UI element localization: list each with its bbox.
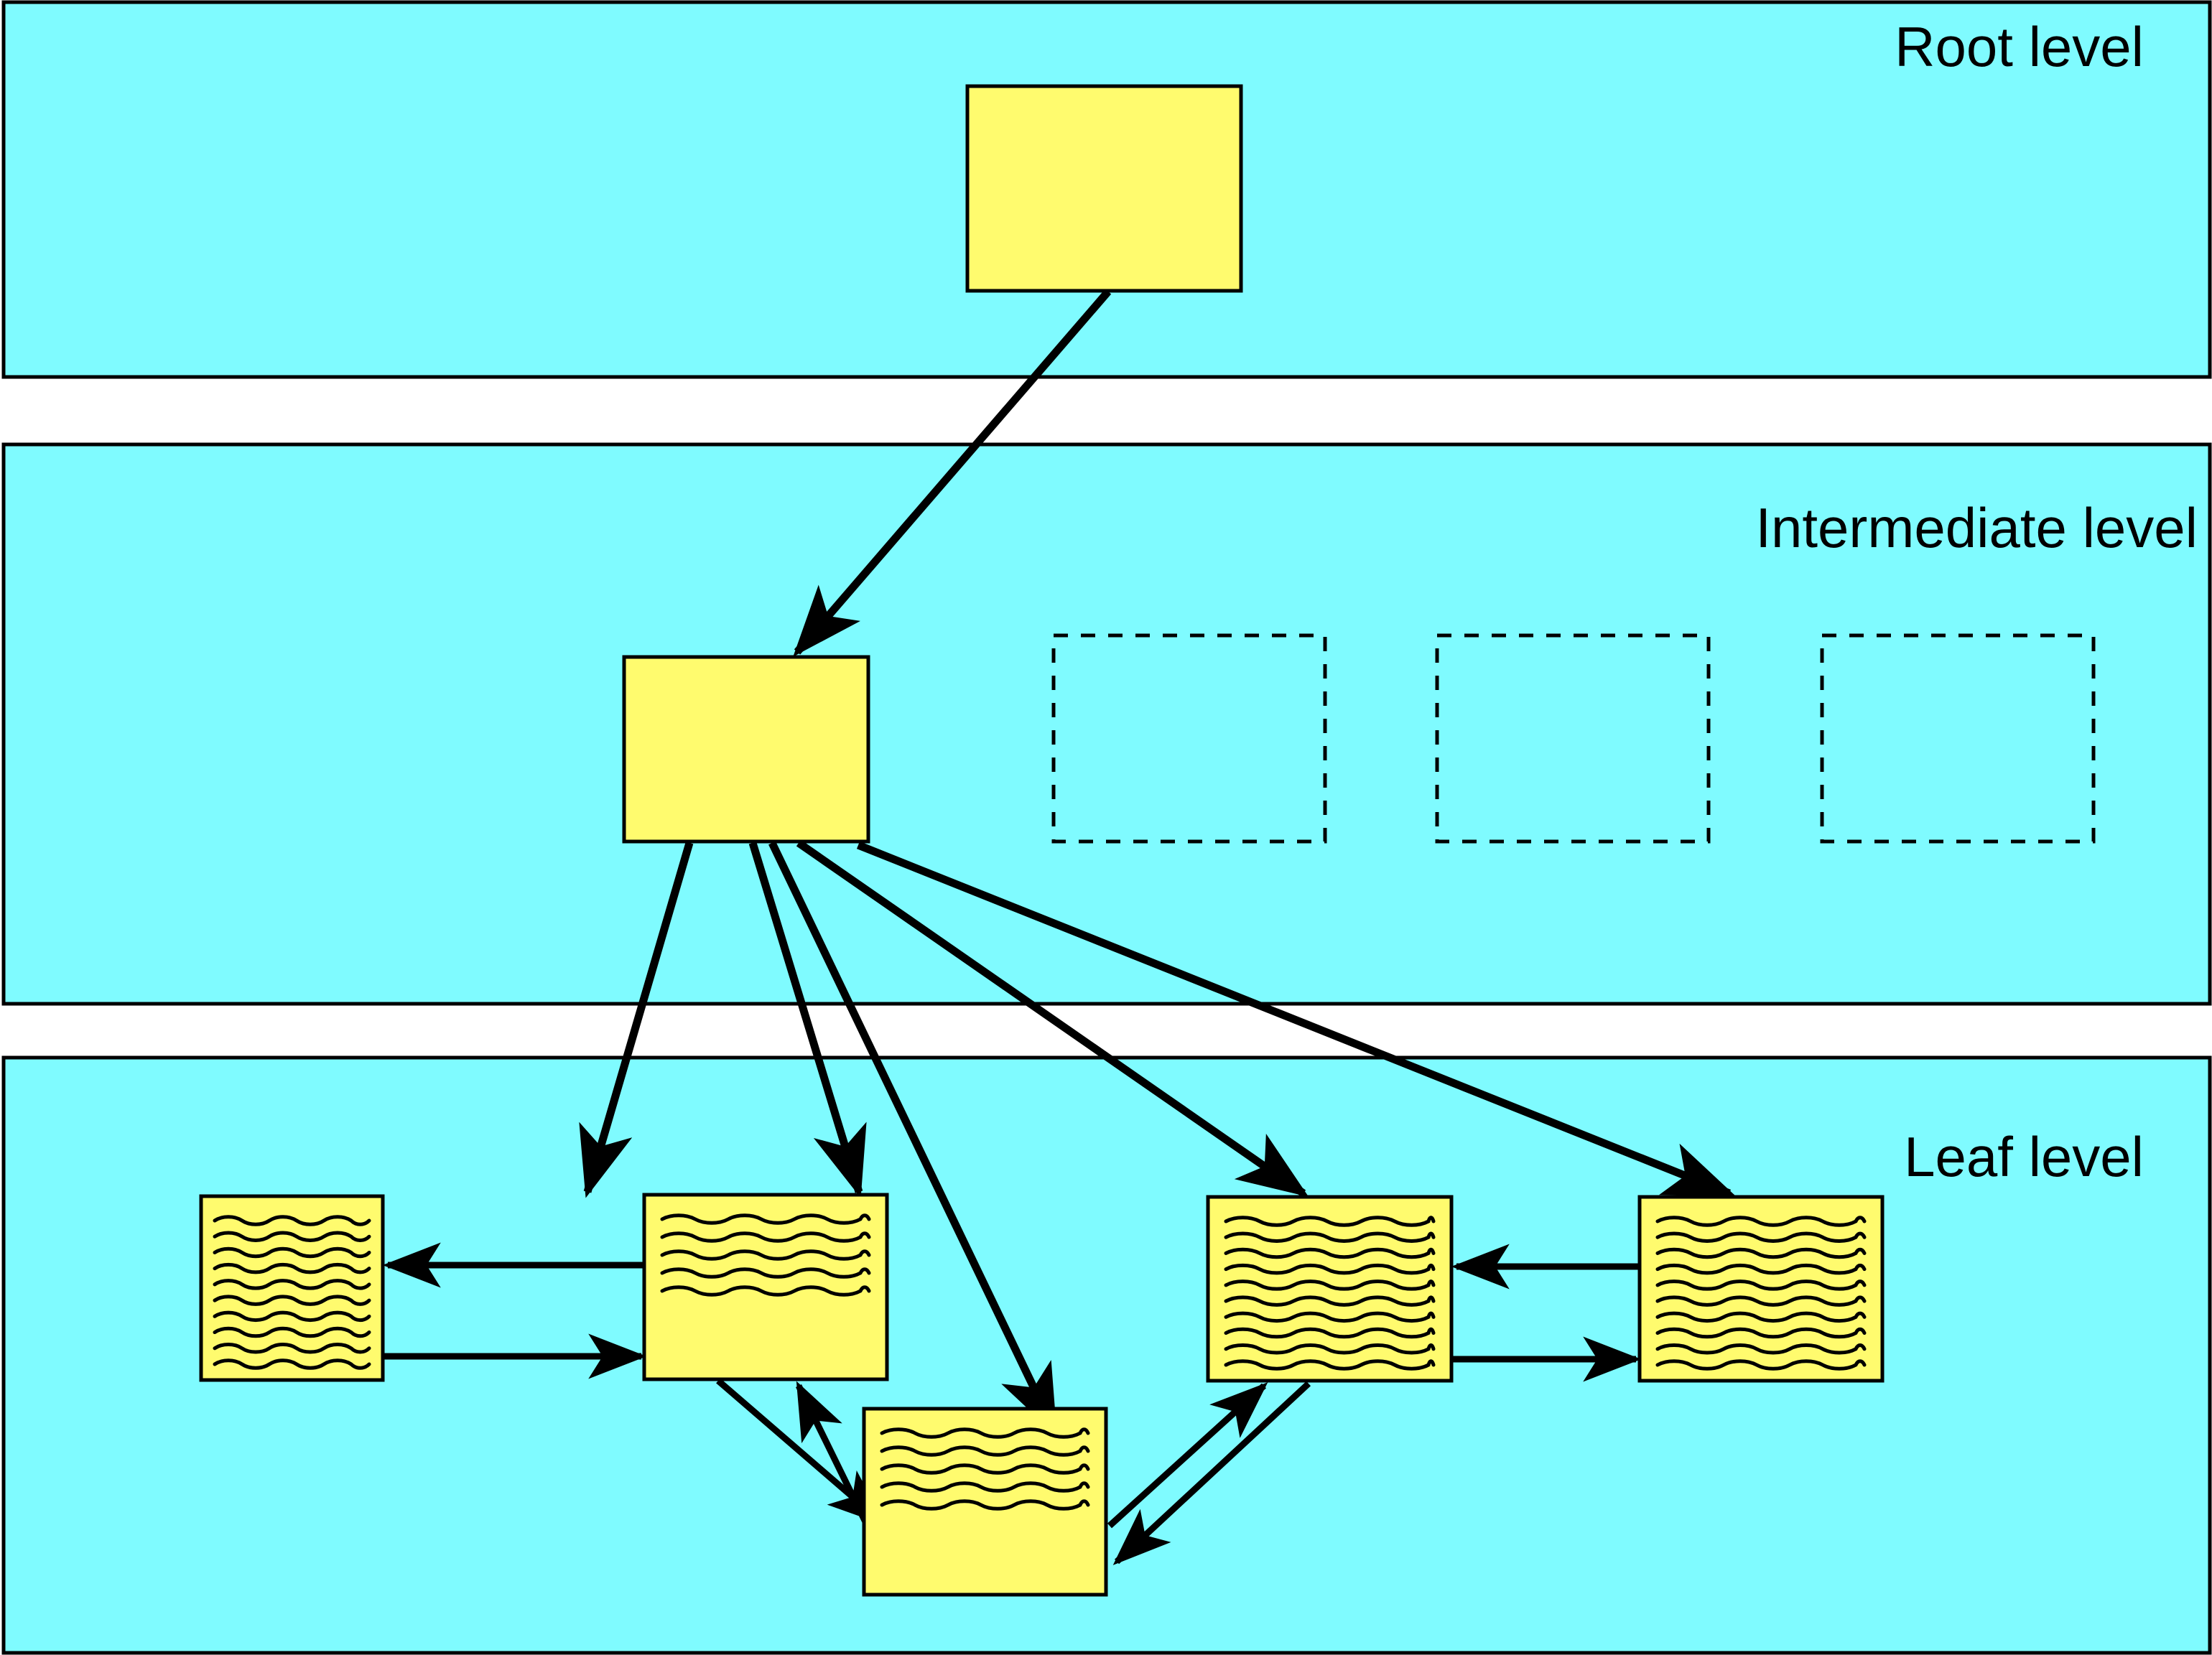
- inter-placeholder-1-outline[interactable]: [1051, 633, 1327, 844]
- leaf-node-3-text-line: [880, 1445, 1090, 1457]
- leaf-node-5-text-line: [1655, 1231, 1867, 1243]
- edge-leaf3-to-leaf4: [1107, 1382, 1268, 1529]
- leaf-node-2-text-line: [660, 1249, 871, 1261]
- leaf-node-1-text-line: [213, 1343, 371, 1354]
- band-label-root: Root level: [1895, 15, 2144, 78]
- leaf-node-3[interactable]: [862, 1407, 1108, 1597]
- leaf-node-1-text-line: [213, 1295, 371, 1306]
- leaf-node-3-text-line: [880, 1481, 1090, 1493]
- edge-inter-to-leaf4: [796, 839, 1309, 1198]
- leaf-node-1-text-line: [213, 1231, 371, 1242]
- leaf-node-2[interactable]: [642, 1193, 889, 1381]
- edge-inter-to-leaf3: [768, 841, 1058, 1436]
- leaf-node-4-text-line: [1224, 1231, 1436, 1243]
- inter-node[interactable]: [622, 655, 870, 844]
- leaf-node-5-text-line: [1655, 1359, 1867, 1371]
- leaf-node-5-text-line: [1655, 1216, 1867, 1227]
- leaf-node-5-text-line: [1655, 1311, 1867, 1323]
- edge-inter-to-leaf2: [748, 842, 867, 1198]
- edge-root-to-inter: [793, 289, 1112, 657]
- leaf-node-4-text-line: [1224, 1311, 1436, 1323]
- leaf-node-1-text-line: [213, 1358, 371, 1370]
- edge-inter-to-leaf1: [579, 842, 694, 1198]
- inter-placeholder-3[interactable]: [1820, 633, 2096, 844]
- leaf-node-1-text-line: [213, 1215, 371, 1226]
- root-node-box[interactable]: [965, 84, 1243, 293]
- inter-placeholder-2-outline[interactable]: [1435, 633, 1711, 844]
- leaf-node-2-text-line: [660, 1267, 871, 1279]
- inter-placeholder-2[interactable]: [1435, 633, 1711, 844]
- leaf-node-4-text-line: [1224, 1216, 1436, 1227]
- leaf-node-5-text-line: [1655, 1295, 1867, 1307]
- nodes: [199, 84, 2096, 1597]
- leaf-node-5-text-line: [1655, 1279, 1867, 1291]
- leaf-node-1-text-line: [213, 1262, 371, 1274]
- leaf-node-4-text-line: [1224, 1359, 1436, 1371]
- leaf-node-4-text-line: [1224, 1247, 1436, 1259]
- inter-placeholder-3-outline[interactable]: [1820, 633, 2096, 844]
- leaf-node-4-text-line: [1224, 1343, 1436, 1355]
- edge-leaf4-to-leaf3: [1112, 1381, 1311, 1565]
- leaf-node-4-text-line: [1224, 1279, 1436, 1291]
- leaf-node-1-text-line: [213, 1310, 371, 1323]
- edges: [382, 289, 1736, 1565]
- leaf-node-1-text-line: [213, 1326, 371, 1338]
- leaf-node-1-box[interactable]: [199, 1194, 385, 1382]
- leaf-node-4-text-line: [1224, 1327, 1436, 1339]
- leaf-node-4-text-line: [1224, 1263, 1436, 1275]
- inter-placeholder-1[interactable]: [1051, 633, 1327, 844]
- leaf-node-3-text-line: [880, 1499, 1090, 1511]
- band-label-intermediate: Intermediate level: [1755, 496, 2198, 559]
- leaf-node-1-text-line: [213, 1246, 371, 1259]
- inter-node-box[interactable]: [622, 655, 870, 844]
- leaf-node-5[interactable]: [1637, 1195, 1885, 1383]
- leaf-node-5-text-line: [1655, 1327, 1867, 1339]
- leaf-node-5-text-line: [1655, 1247, 1867, 1259]
- leaf-node-4-text-line: [1224, 1295, 1436, 1307]
- leaf-node-1-text-line: [213, 1279, 371, 1290]
- edge-leaf3-to-leaf2: [795, 1381, 876, 1538]
- leaf-node-2-text-line: [660, 1213, 871, 1225]
- leaf-node-4[interactable]: [1206, 1195, 1454, 1383]
- leaf-node-5-text-line: [1655, 1263, 1867, 1275]
- band-label-leaf: Leaf level: [1904, 1125, 2144, 1188]
- leaf-node-3-text-line: [880, 1463, 1090, 1475]
- leaf-node-3-text-line: [880, 1427, 1090, 1439]
- leaf-node-5-text-line: [1655, 1343, 1867, 1355]
- leaf-node-2-text-line: [660, 1285, 871, 1297]
- level-band-intermediate: [1, 442, 2212, 1006]
- edge-inter-to-leaf5: [856, 841, 1736, 1198]
- leaf-node-2-text-line: [660, 1231, 871, 1243]
- root-node[interactable]: [965, 84, 1243, 293]
- leaf-node-1[interactable]: [199, 1194, 385, 1382]
